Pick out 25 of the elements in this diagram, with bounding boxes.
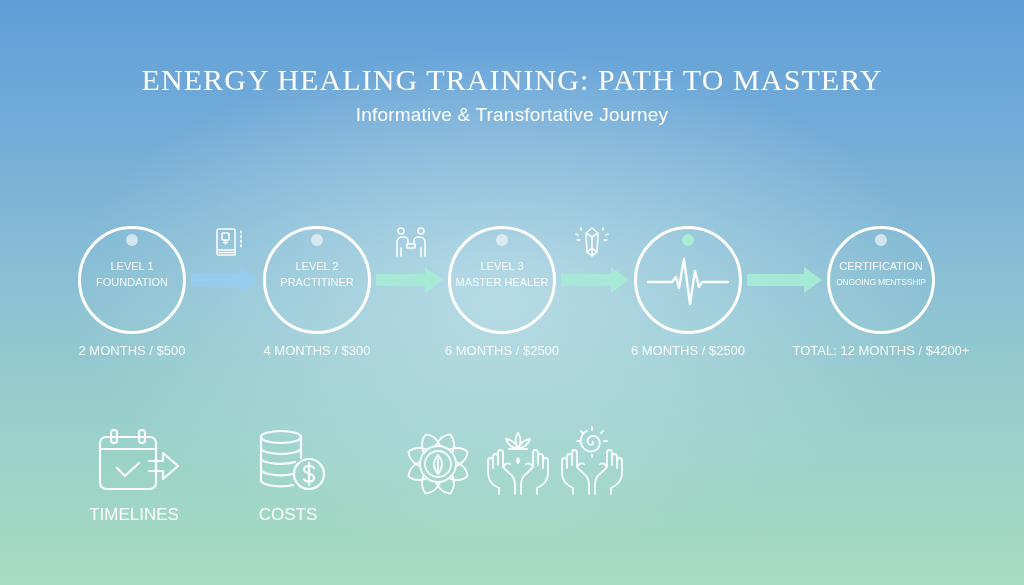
duration-cost-text: 2 MONTHS / $500 [78, 343, 186, 359]
stage-subtitle: ONGOING MENTSSHIP [836, 276, 926, 289]
stage-subtitle: FOUNDATION [96, 275, 168, 290]
stage-circle [448, 226, 556, 334]
icon-caption: TIMELINES [89, 505, 179, 525]
stage-title: CERTIFICATION [839, 259, 923, 274]
stage-title: LEVEL 2 [295, 259, 339, 274]
stage-circle [634, 226, 742, 334]
stage-title: LEVEL 3 [480, 259, 524, 274]
arrow [376, 267, 443, 293]
icon-caption: COSTS [258, 505, 318, 525]
stage-title: LEVEL 1 [110, 259, 154, 274]
title: ENERGY HEALING TRAINING: PATH TO MASTERY [141, 62, 883, 98]
subtitle: Informative & Transfortative Journey [355, 104, 669, 126]
stage-subtitle: PRACTITINER [280, 275, 354, 290]
arrow [747, 267, 822, 293]
duration-cost-text: 6 MONTHS / $2500 [630, 343, 746, 359]
duration-cost-text: TOTAL: 12 MONTHS / $4200+ [792, 343, 970, 359]
duration-cost-text: 4 MONTHS / $300 [263, 343, 371, 359]
stage-circle [78, 226, 186, 334]
stage-circle [263, 226, 371, 334]
duration-cost-text: 6 MONTHS / $2500 [444, 343, 560, 359]
stage-circle [827, 226, 935, 334]
stage-subtitle: MASTER HEALER [455, 275, 549, 290]
arrow [561, 267, 629, 293]
